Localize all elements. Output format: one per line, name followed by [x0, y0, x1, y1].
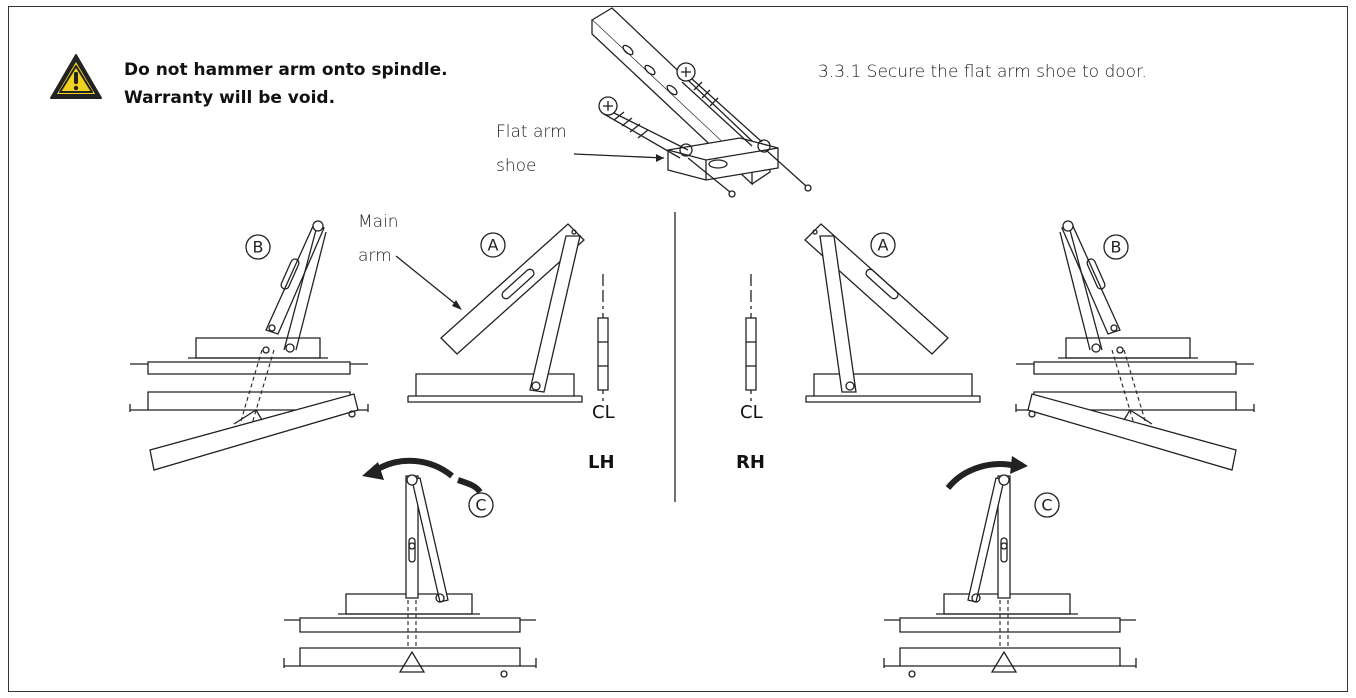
right-hand-label: RH — [736, 452, 765, 473]
rh-closer-b — [1015, 220, 1255, 471]
circle-label-a-left: A — [480, 232, 506, 258]
circle-c-right-text: C — [1041, 496, 1052, 515]
warning-triangle-icon — [48, 52, 104, 102]
circle-c-left-text: C — [475, 496, 486, 515]
rh-hinge — [745, 274, 757, 402]
page-frame — [8, 6, 1348, 692]
main-arm-label-line-1: Main — [358, 212, 399, 232]
warning-line-1: Do not hammer arm onto spindle. — [124, 60, 448, 80]
flat-arm-shoe-label-line-1: Flat arm — [496, 122, 567, 142]
circle-label-c-left: C — [468, 492, 494, 518]
lh-hinge — [597, 274, 609, 402]
circle-a-right-text: A — [878, 236, 889, 255]
circle-b-left-text: B — [253, 238, 264, 257]
step-instruction: 3.3.1 Secure the flat arm shoe to door. — [818, 62, 1147, 82]
circle-a-left-text: A — [488, 236, 499, 255]
centerline-symbol-right: ⅭL — [740, 402, 763, 423]
lh-closer-a — [395, 223, 585, 403]
lh-closer-b — [129, 220, 369, 471]
flat-arm-shoe-label-line-2: shoe — [496, 156, 537, 176]
circle-label-a-right: A — [870, 232, 896, 258]
screw-left — [598, 96, 736, 198]
circle-label-c-right: C — [1034, 492, 1060, 518]
warning-line-2: Warranty will be void. — [124, 88, 336, 108]
flat-arm-shoe-illustration — [573, 7, 812, 198]
main-arm-label-line-2: arm — [358, 246, 392, 266]
circle-label-b-right: B — [1103, 234, 1129, 260]
rh-closer-c — [883, 456, 1137, 678]
screw-right — [676, 62, 812, 192]
rh-closer-a — [804, 223, 981, 403]
circle-label-b-left: B — [245, 234, 271, 260]
centerline-symbol-left: ⅭL — [592, 402, 615, 423]
circle-b-right-text: B — [1111, 238, 1122, 257]
lh-closer-c — [283, 457, 537, 678]
left-hand-label: LH — [588, 452, 615, 473]
